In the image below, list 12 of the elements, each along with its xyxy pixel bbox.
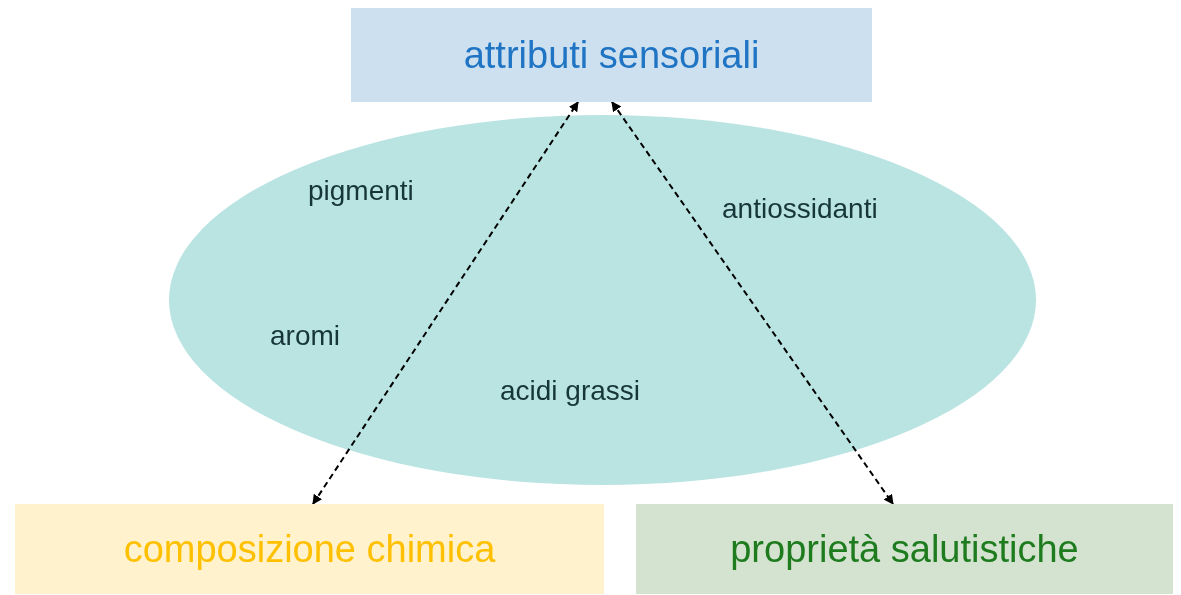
ellipse-label: acidi grassi: [500, 374, 641, 408]
process-box: [15, 504, 604, 594]
box-label: composizione chimica: [123, 526, 496, 572]
ellipse-label: antiossidanti: [722, 192, 878, 226]
process-box: [636, 504, 1173, 594]
box-label: attributi sensoriali: [463, 32, 760, 78]
ellipse-label: aromi: [270, 319, 340, 353]
dashed-arrow: [611, 101, 894, 505]
process-box: [351, 8, 872, 102]
dashed-arrow: [312, 101, 579, 505]
ellipse-label: pigmenti: [308, 174, 414, 208]
box-label: proprietà salutistiche: [730, 526, 1079, 572]
